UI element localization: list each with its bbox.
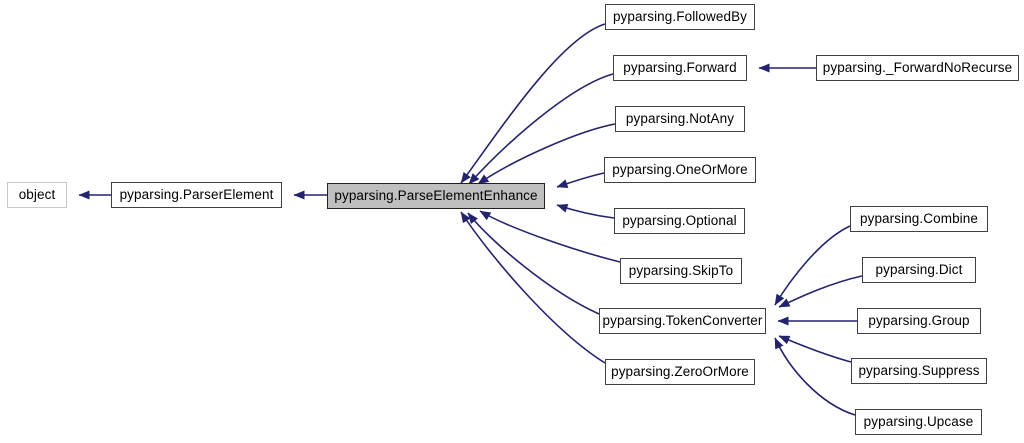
node-pyparsing-followedby[interactable]: pyparsing.FollowedBy	[605, 4, 755, 30]
node-pyparsing-notany[interactable]: pyparsing.NotAny	[615, 106, 745, 132]
edge-followedby-to-parseelementenhance	[460, 23, 606, 184]
node-pyparsing-oneormore[interactable]: pyparsing.OneOrMore	[604, 157, 756, 183]
edge-oneormore-to-parseelementenhance	[556, 172, 605, 188]
node-pyparsing-skipto[interactable]: pyparsing.SkipTo	[620, 258, 742, 284]
node-pyparsing-dict[interactable]: pyparsing.Dict	[862, 257, 976, 283]
node-label: pyparsing.OneOrMore	[612, 162, 748, 178]
node-pyparsing-suppress[interactable]: pyparsing.Suppress	[851, 358, 987, 384]
node-pyparsing-tokenconverter[interactable]: pyparsing.TokenConverter	[599, 308, 766, 334]
node-pyparsing-upcase[interactable]: pyparsing.Upcase	[855, 409, 982, 435]
edge-upcase-to-tokenconverter	[774, 337, 856, 416]
edge-forward-to-parseelementenhance	[468, 73, 614, 185]
node-pyparsing-zeroormore[interactable]: pyparsing.ZeroOrMore	[605, 359, 755, 385]
node-label: pyparsing.NotAny	[625, 111, 735, 127]
node-pyparsing-parseelementenhance[interactable]: pyparsing.ParseElementEnhance	[327, 183, 545, 209]
node-label: pyparsing.Suppress	[858, 363, 980, 379]
edge-notany-to-parseelementenhance	[477, 123, 616, 185]
node-pyparsing-combine[interactable]: pyparsing.Combine	[850, 206, 988, 232]
node-label: pyparsing.Dict	[875, 262, 963, 278]
node-label: pyparsing.Forward	[623, 60, 737, 76]
node-pyparsing-forwardnorecurse[interactable]: pyparsing._ForwardNoRecurse	[816, 55, 1019, 81]
node-label: pyparsing.Combine	[859, 211, 978, 227]
node-label: pyparsing.Group	[868, 313, 970, 329]
edge-combine-to-tokenconverter	[774, 225, 851, 306]
node-pyparsing-optional[interactable]: pyparsing.Optional	[614, 208, 745, 234]
node-object[interactable]: object	[7, 182, 67, 208]
node-label: pyparsing.Upcase	[863, 414, 974, 430]
node-label: pyparsing.Optional	[622, 213, 737, 229]
edge-skipto-to-parseelementenhance	[479, 210, 621, 263]
node-label: pyparsing.FollowedBy	[612, 9, 748, 25]
node-label: pyparsing.ZeroOrMore	[611, 364, 749, 380]
edge-dict-to-tokenconverter	[778, 275, 863, 308]
node-label: pyparsing.ParserElement	[119, 187, 274, 203]
node-label: pyparsing.ParseElementEnhance	[334, 188, 538, 204]
node-label: pyparsing.TokenConverter	[602, 313, 763, 329]
node-label: pyparsing.SkipTo	[628, 263, 734, 279]
edge-optional-to-parseelementenhance	[556, 204, 615, 219]
node-label: pyparsing._ForwardNoRecurse	[822, 60, 1013, 76]
node-label: object	[18, 187, 56, 203]
edge-zeroormore-to-parseelementenhance	[460, 211, 606, 364]
edge-tokenconverter-to-parseelementenhance	[467, 212, 600, 315]
node-pyparsing-group[interactable]: pyparsing.Group	[857, 308, 981, 334]
edge-suppress-to-tokenconverter	[778, 335, 852, 363]
node-pyparsing-parserelement[interactable]: pyparsing.ParserElement	[111, 182, 282, 208]
node-pyparsing-forward[interactable]: pyparsing.Forward	[613, 55, 747, 81]
